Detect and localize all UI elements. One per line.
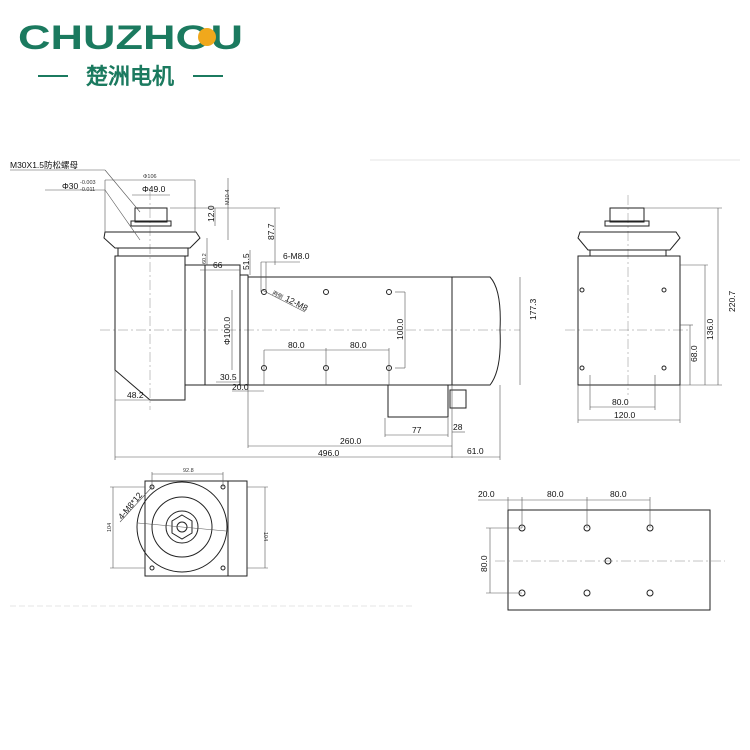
dim-104-right: 104 — [262, 532, 268, 541]
top-note-label: M10-4 — [225, 189, 231, 205]
dim-12-m8: 12-M8 — [284, 293, 310, 313]
pulley-dia-label: Φ106 — [143, 174, 157, 180]
dim-12-m8-prefix: 两侧 — [271, 289, 285, 301]
dim-b-20: 20.0 — [478, 489, 495, 499]
side-view: M30X1.5防松螺母 Φ30 -0.003 -0.011 Φ106 Φ49.0… — [10, 160, 538, 460]
dim-b-80-a: 80.0 — [547, 489, 564, 499]
dim-136: 136.0 — [705, 318, 715, 340]
flange-view: 92.8 104 104 4-M8*12 — [107, 468, 268, 577]
dim-20: 20.0 — [232, 382, 249, 392]
shaft-tol-lower: -0.011 — [80, 187, 95, 193]
nut-dia-label: Φ49.0 — [142, 184, 166, 194]
dim-30-5: 30.5 — [220, 372, 237, 382]
base-view: 20.0 80.0 80.0 80.0 — [478, 489, 725, 611]
dim-68: 68.0 — [689, 345, 699, 362]
cable-gland — [449, 389, 467, 409]
dim-66: 66 — [213, 260, 223, 270]
dim-60-2: 60.2 — [202, 253, 208, 264]
dim-51-5: 51.5 — [241, 253, 251, 270]
dim-48-2: 48.2 — [127, 390, 144, 400]
dim-177-3: 177.3 — [528, 298, 538, 320]
dim-80-a: 80.0 — [288, 340, 305, 350]
brand-logo: CHUZHOU 楚洲电机 — [18, 19, 243, 89]
shaft-dia-label: Φ30 — [62, 181, 79, 191]
dim-77: 77 — [412, 425, 422, 435]
dim-b-80-v: 80.0 — [479, 555, 489, 572]
shaft-tol-upper: -0.003 — [80, 180, 96, 186]
dim-80-b: 80.0 — [350, 340, 367, 350]
dim-6-m8: 6-M8.0 — [283, 251, 310, 261]
dim-dia-100: Φ100.0 — [222, 317, 232, 345]
logo-accent-icon — [198, 28, 216, 46]
dim-61: 61.0 — [467, 446, 484, 456]
dim-100: 100.0 — [395, 318, 405, 340]
dim-260: 260.0 — [340, 436, 362, 446]
dim-87-7: 87.7 — [266, 223, 276, 240]
dim-28: 28 — [453, 422, 463, 432]
nut-label: M30X1.5防松螺母 — [10, 160, 78, 170]
end-view: 220.7 136.0 68.0 80.0 120.0 — [565, 195, 737, 423]
logo-subtitle: 楚洲电机 — [86, 64, 174, 89]
dim-r-80: 80.0 — [612, 397, 629, 407]
dim-496: 496.0 — [318, 448, 340, 458]
dim-12: 12.0 — [206, 205, 216, 222]
dim-4-m8: 4-M8*12 — [116, 490, 144, 521]
junction-box — [387, 384, 449, 418]
dim-220-7: 220.7 — [727, 290, 737, 312]
dim-92-8: 92.8 — [183, 468, 194, 474]
dim-b-80-b: 80.0 — [610, 489, 627, 499]
dim-120: 120.0 — [614, 410, 636, 420]
dim-104-left: 104 — [107, 523, 113, 532]
